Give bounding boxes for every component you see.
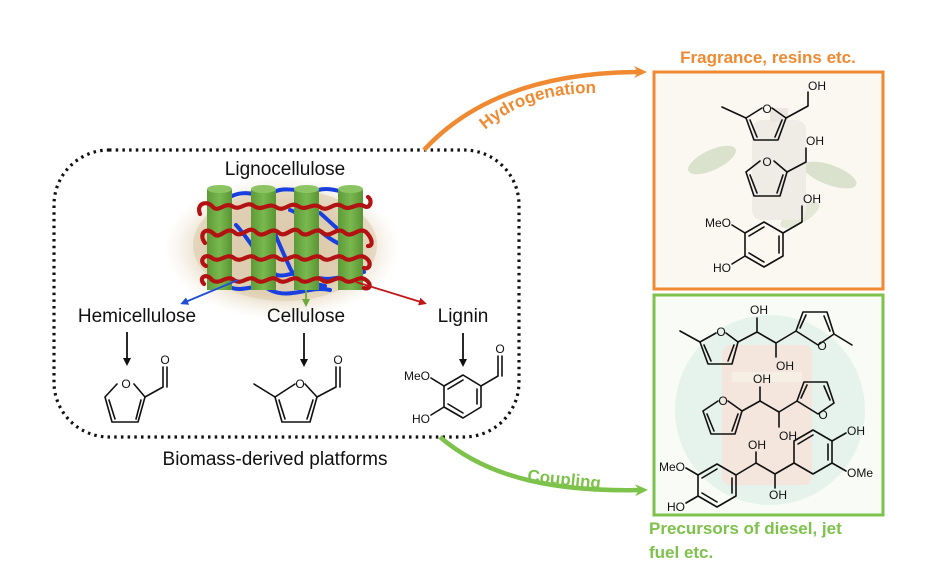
- vanillin-structure: O MeO HO: [404, 342, 505, 426]
- ring-oxygen: O: [121, 377, 130, 391]
- methoxy-label: MeO: [659, 460, 685, 474]
- coupling-label: Coupling: [527, 466, 602, 493]
- hydroxyl-label: OH: [847, 424, 865, 438]
- hydroxy-label: HO: [667, 500, 685, 514]
- methoxy-label: MeO: [705, 216, 731, 230]
- vanillyl-alcohol-structure: OH MeO HO: [705, 192, 821, 275]
- methoxy-label: OMe: [847, 466, 873, 480]
- carbonyl-oxygen: O: [160, 353, 169, 367]
- biomass-powder-core: [193, 189, 377, 301]
- methylfurfural-structure: O O: [253, 353, 343, 423]
- bis-vanillyl-diol-structure: MeO HO OH OH OH OMe: [659, 424, 873, 514]
- biomass-platforms-box: [52, 148, 521, 439]
- bis-furyl-diol-structure: O OH OH O: [702, 372, 835, 443]
- ring-oxygen: O: [818, 408, 827, 422]
- carbonyl-oxygen: O: [495, 342, 504, 356]
- hydroxyl-label: OH: [769, 488, 787, 502]
- hydroxyl-label: OH: [748, 438, 766, 452]
- carbonyl-oxygen: O: [333, 353, 342, 367]
- cellulose-label: Cellulose: [267, 306, 345, 327]
- hydroxyl-label: OH: [806, 134, 824, 148]
- ring-oxygen: O: [762, 102, 771, 116]
- hemicellulose-label: Hemicellulose: [78, 306, 196, 327]
- furfuryl-alcohol-structure: O OH: [745, 134, 824, 197]
- fragrance-products-box: [652, 70, 885, 291]
- hydroxyl-label: OH: [750, 303, 768, 317]
- ring-oxygen: O: [817, 339, 826, 353]
- hydroxy-label: HO: [412, 412, 430, 426]
- cellulose-fibril: [251, 185, 276, 290]
- lignocellulose-title: Lignocellulose: [225, 159, 345, 180]
- ring-oxygen: O: [762, 155, 771, 169]
- ring-oxygen: O: [295, 377, 304, 391]
- cellulose-fibril: [207, 185, 232, 290]
- hydrogenation-arrow: [422, 66, 647, 152]
- hemicellulose-branch-arrow: [180, 279, 239, 305]
- hydroxy-label: HO: [713, 261, 731, 275]
- ring-oxygen: O: [718, 394, 727, 408]
- lignin-branch-arrow: [355, 281, 427, 306]
- fuel-precursors-title-line1: Precursors of diesel, jet: [649, 519, 842, 538]
- lignin-label: Lignin: [438, 306, 489, 327]
- hydroxyl-label: OH: [776, 359, 794, 373]
- methylfurfuryl-alcohol-structure: O OH: [721, 79, 826, 141]
- hydroxyl-label: OH: [808, 79, 826, 93]
- perfume-background-illustration: [688, 108, 857, 228]
- lignin-strands: [197, 194, 374, 291]
- hydroxyl-label: OH: [753, 372, 771, 386]
- biomass-platforms-caption: Biomass-derived platforms: [163, 449, 388, 470]
- ring-oxygen: O: [716, 325, 725, 339]
- bis-methylfuryl-diol-structure: O OH OH O: [679, 303, 853, 373]
- cellulose-fibril: [338, 185, 363, 290]
- fuel-pump-background-illustration: [675, 315, 865, 505]
- hydrogenation-label: Hydrogenation: [476, 78, 596, 133]
- hydroxyl-label: OH: [803, 192, 821, 206]
- lignocellulose-illustration: [164, 176, 400, 320]
- methoxy-label: MeO: [404, 369, 430, 383]
- hydroxyl-label: OH: [779, 429, 797, 443]
- furfural-structure: O O: [104, 353, 170, 423]
- fuel-precursors-title-line2: fuel etc.: [649, 543, 713, 562]
- coupling-arrow: [438, 435, 648, 497]
- cellulose-fibril: [294, 185, 319, 290]
- fragrance-box-title: Fragrance, resins etc.: [680, 48, 856, 67]
